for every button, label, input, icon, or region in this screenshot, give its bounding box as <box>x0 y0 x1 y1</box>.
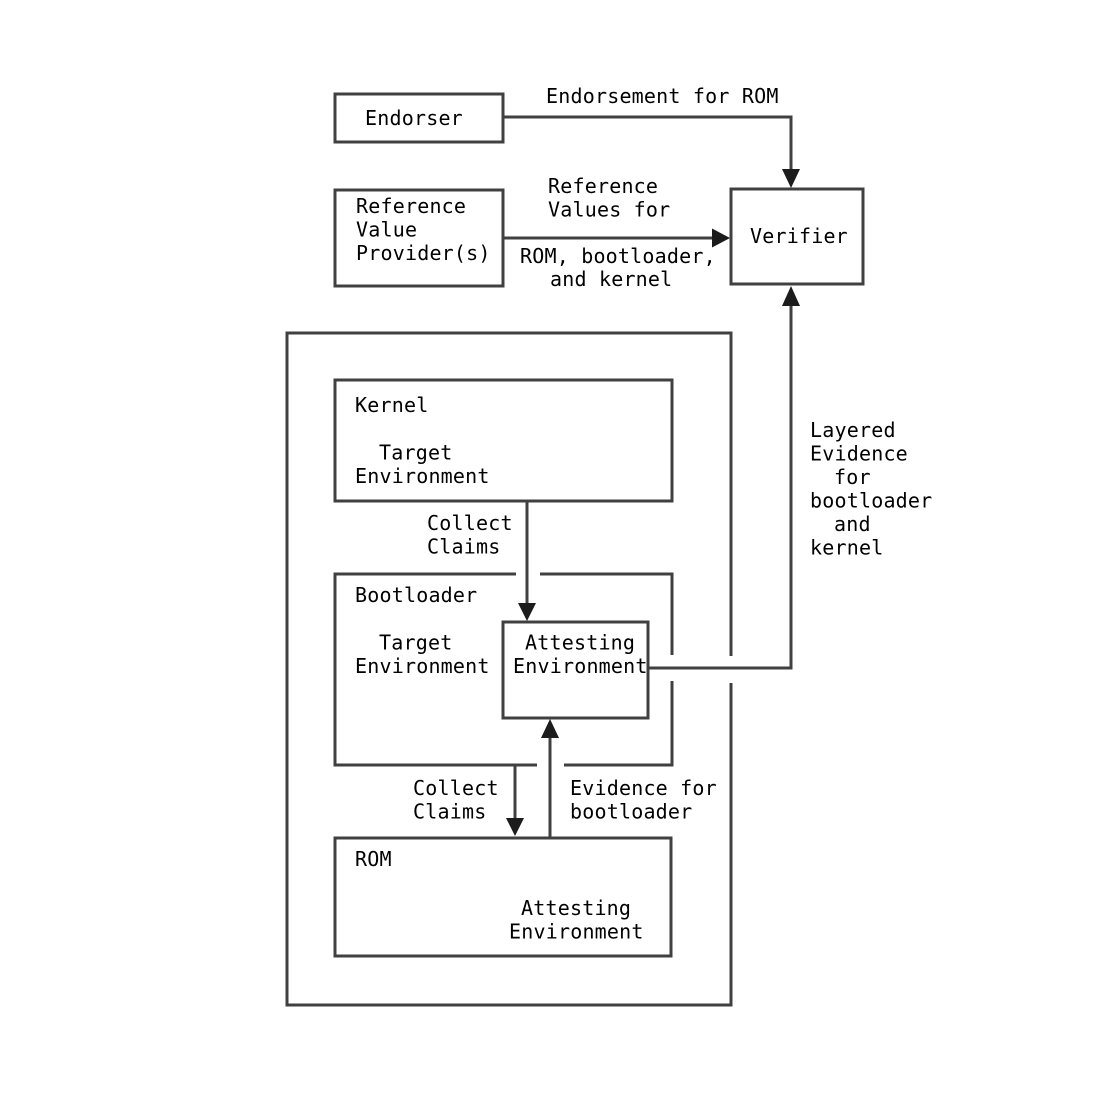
boxes <box>285 92 865 1007</box>
layered-evidence-line3: for <box>834 465 871 489</box>
collect-claims-bootloader-line1: Collect <box>413 776 499 800</box>
verifier-box <box>729 187 865 286</box>
labels: Endorser Endorsement for ROM Reference V… <box>355 84 932 944</box>
layered-evidence-line2: Evidence <box>810 442 908 466</box>
collect-claims-kernel-line2: Claims <box>427 535 500 559</box>
evidence-bootloader-line1: Evidence for <box>570 776 717 800</box>
kernel-box <box>333 378 674 503</box>
rvp-label-line1: Reference <box>356 194 466 218</box>
arrowhead-collect-claims-bootloader-down <box>506 818 524 836</box>
collect-claims-kernel-line1: Collect <box>427 511 513 535</box>
layered-evidence-line5: and <box>834 512 871 536</box>
endorsement-edge-label: Endorsement for ROM <box>546 84 779 108</box>
bootloader-attesting-env-box <box>501 620 650 720</box>
bootloader-ae-line1: Attesting <box>525 631 635 655</box>
reference-values-label-below1: ROM, bootloader, <box>520 244 716 268</box>
reference-values-label-above1: Reference <box>548 174 658 198</box>
kernel-name-label: Kernel <box>355 393 428 417</box>
rom-role-line2: Environment <box>509 920 644 944</box>
bootloader-role-line1: Target <box>379 631 452 655</box>
bootloader-name-label: Bootloader <box>355 583 477 607</box>
collect-claims-bootloader-line2: Claims <box>413 800 486 824</box>
arrowhead-layered-evidence-up <box>782 286 800 306</box>
arrowhead-reference-values-right <box>712 228 730 248</box>
evidence-bootloader-line2: bootloader <box>570 800 692 824</box>
arrowhead-evidence-bootloader-up <box>541 719 559 738</box>
reference-values-label-below2: and kernel <box>550 267 672 291</box>
edges <box>503 115 800 838</box>
endorser-box <box>333 92 505 144</box>
bootloader-role-line2: Environment <box>355 654 490 678</box>
layered-evidence-line6: kernel <box>810 536 883 560</box>
verifier-label: Verifier <box>750 224 848 248</box>
rom-role-line1: Attesting <box>521 896 631 920</box>
edge-endorsement-line <box>503 115 793 170</box>
rom-name-label: ROM <box>355 847 392 871</box>
layered-evidence-line1: Layered <box>810 418 896 442</box>
arrowhead-endorsement-down <box>782 169 800 188</box>
kernel-role-line2: Environment <box>355 464 490 488</box>
kernel-role-line1: Target <box>379 441 452 465</box>
rom-box <box>333 836 673 958</box>
bootloader-ae-line2: Environment <box>513 654 648 678</box>
arrowhead-collect-claims-kernel-down <box>518 603 536 621</box>
reference-value-provider-box <box>333 188 505 288</box>
edge-layered-evidence-line <box>648 305 793 670</box>
reference-values-label-above2: Values for <box>548 198 670 222</box>
rvp-label-line3: Provider(s) <box>356 241 491 265</box>
layered-evidence-line4: bootloader <box>810 489 932 513</box>
rvp-label-line2: Value <box>356 218 417 242</box>
endorser-label: Endorser <box>365 106 463 130</box>
